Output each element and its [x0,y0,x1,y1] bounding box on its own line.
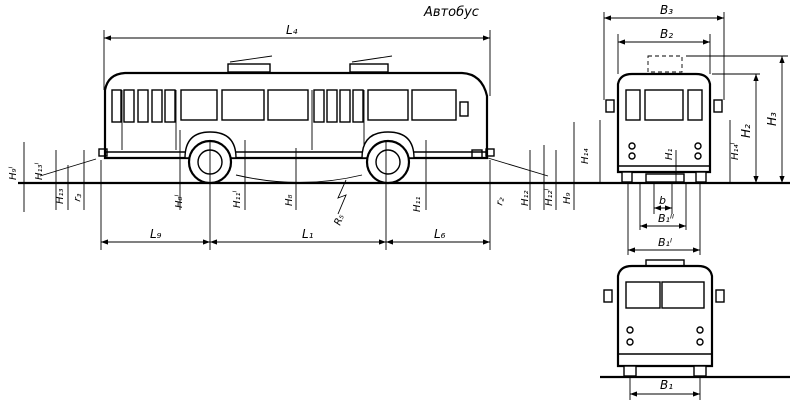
label-R5: R₅ [333,213,347,227]
label-H11: H₁₁ [412,196,423,212]
label-H9-I: H₉ᴵ [8,166,19,180]
label-r3: r₃ [72,193,84,203]
dimension-B2: B₂ [617,27,711,74]
label-L9: L₉ [150,227,162,241]
bus-side-view [39,55,549,185]
label-B1: B₁ [660,378,673,392]
label-H13: H₁₃ [55,188,66,204]
dimension-front-heights: H₃ H₂ H₁₄ᴵ H₁ [599,55,788,183]
label-H3: H₃ [765,112,779,126]
dimension-L4: L₄ [103,23,491,96]
label-B1-I: B₁ᴵ [658,236,672,249]
label-L6: L₆ [434,227,446,241]
label-H1: H₁ [664,148,675,160]
label-H12-I: H₁₂ᴵ [544,188,555,206]
label-B1-II: B₁ᴵᴵ [658,212,674,225]
label-L4: L₄ [286,23,298,37]
label-H8: H₈ [284,194,295,206]
dimension-B1: B₁ [629,377,701,400]
bus-rear-view [603,259,725,377]
label-H14-I: H₁₄ᴵ [730,142,741,160]
label-H8-I: H₈ᴵ [174,194,185,208]
label-r2: r₂ [494,196,507,207]
label-B3: B₃ [660,3,673,17]
dimension-lower-lengths: L₉ L₁ L₆ [100,140,491,250]
label-H13-I: H₁₃ᴵ [34,162,45,180]
label-H2: H₂ [739,124,753,138]
bus-front-view [605,55,723,183]
label-H12: H₁₂ [520,190,531,206]
label-H9: H₉ [562,192,573,204]
label-B2: B₂ [660,27,673,41]
diagram-title: Автобус [423,5,479,20]
dimension-B3: B₃ [603,3,725,100]
label-b: b [659,194,666,207]
label-L1: L₁ [302,227,314,241]
dimension-heights-center: H₈ᴵ H₁₁ᴵ H₈ R₅ H₁₁ [174,130,427,227]
label-H11-I: H₁₁ᴵ [232,190,243,208]
dimension-heights-right: r₂ H₁₂ H₁₂ᴵ H₉ H₁₄ [494,122,591,210]
dimension-track-front: b B₁ᴵᴵ B₁ᴵ [627,183,701,255]
dimension-heights-left: H₉ᴵ H₁₃ᴵ H₁₃ r₃ [8,142,85,212]
label-H14: H₁₄ [580,148,591,164]
